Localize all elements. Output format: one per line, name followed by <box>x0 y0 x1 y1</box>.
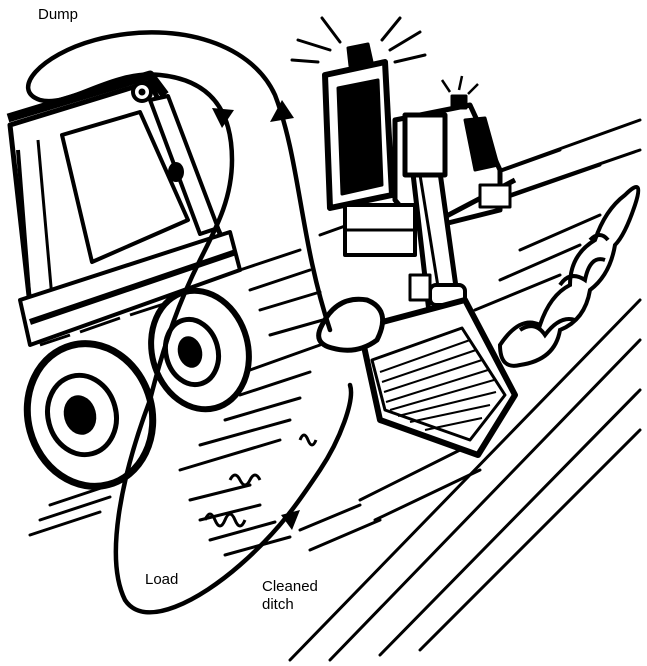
label-cleaned-ditch: Cleaned ditch <box>262 578 318 614</box>
label-load: Load <box>145 571 178 589</box>
label-cleaned-line2: ditch <box>262 596 318 614</box>
label-dump: Dump <box>38 6 78 24</box>
label-cleaned-line1: Cleaned <box>262 578 318 596</box>
